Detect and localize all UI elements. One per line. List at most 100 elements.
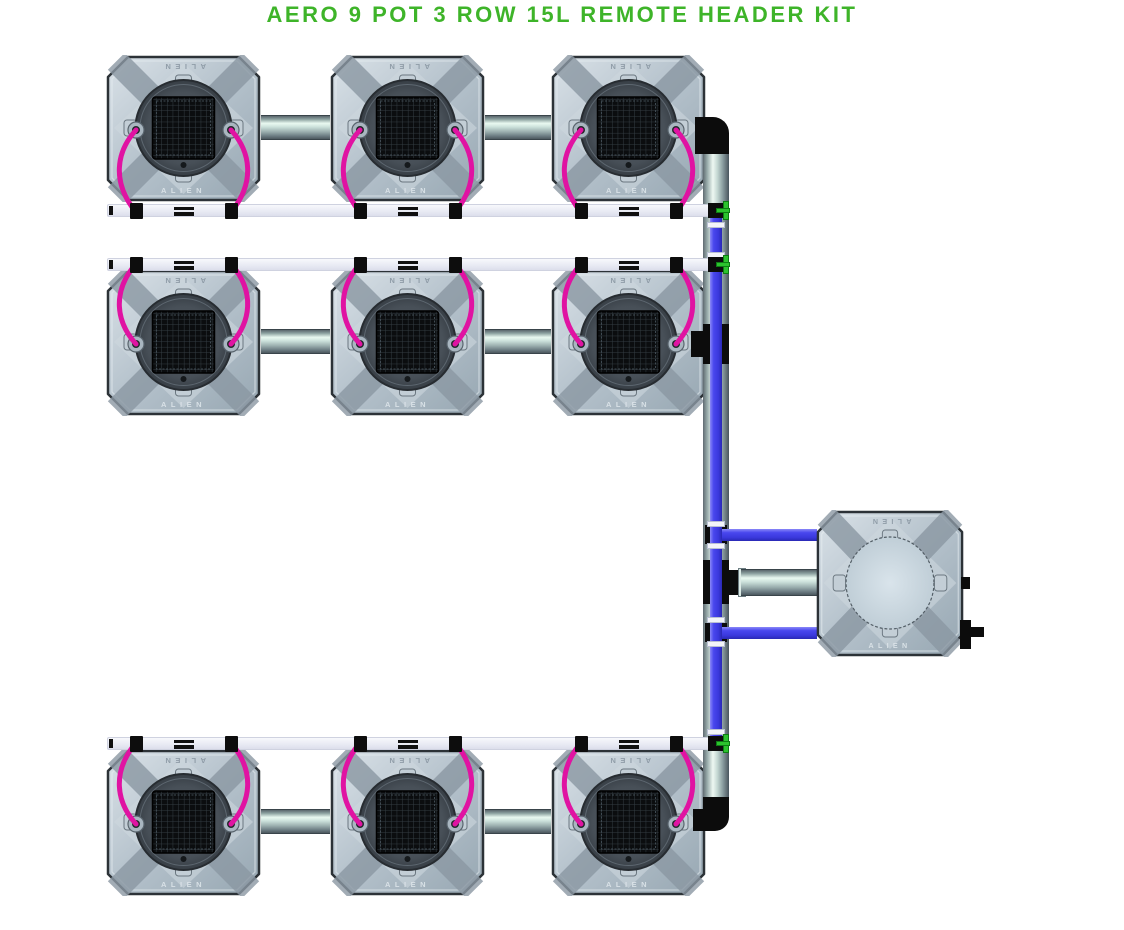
pipe-clamp-mark <box>173 266 194 270</box>
pipe-clamp-mark <box>397 212 418 216</box>
pipe-clamp-mark <box>173 212 194 216</box>
pot-brand-label-top: ALIEN <box>869 517 912 526</box>
manifold-pipe-to-tank-top <box>722 529 817 541</box>
tube-connector <box>353 203 367 219</box>
feed-pipe-row-3 <box>485 809 551 834</box>
pot-brand-label: ALIEN <box>606 880 651 889</box>
tube-connector <box>448 257 462 273</box>
pipe-clamp-mark <box>618 739 639 743</box>
header-tank: ALIEN ALIEN <box>816 510 964 657</box>
tube-connector <box>129 736 143 752</box>
mesh-vent <box>596 310 661 374</box>
mesh-vent <box>375 96 440 160</box>
pipe-clamp-mark <box>618 745 639 749</box>
pot-brand-label-top: ALIEN <box>606 756 651 765</box>
pipe-clamp-mark <box>397 260 418 264</box>
feed-pipe-row-2 <box>485 329 551 354</box>
tube-connector <box>448 203 462 219</box>
tank-fitting-top <box>961 577 970 589</box>
tube-connector <box>129 257 143 273</box>
feed-pipe-row-1 <box>485 115 551 140</box>
green-connector-row-1-arm <box>716 208 730 213</box>
grow-pot-r2c2: ALIEN ALIEN <box>330 269 485 416</box>
mesh-vent <box>375 790 440 854</box>
return-pipe-end-cap <box>109 260 113 269</box>
tube-connector <box>353 257 367 273</box>
mesh-vent <box>596 790 661 854</box>
grow-pot-r1c2: ALIEN ALIEN <box>330 55 485 202</box>
pipe-clamp-mark <box>618 212 639 216</box>
pot-brand-label: ALIEN <box>161 400 206 409</box>
elbow-fitting-bottom <box>703 797 729 831</box>
pipe-clamp-mark <box>173 206 194 210</box>
tube-connector <box>574 203 588 219</box>
tank-fitting-bottom-spout <box>969 627 984 637</box>
feed-pipe-header-tank <box>741 569 818 596</box>
grow-pot-r3c1: ALIEN ALIEN <box>106 749 261 896</box>
pot-brand-label: ALIEN <box>869 641 912 650</box>
elbow-fitting-top <box>695 117 729 154</box>
feed-pipe-row-2 <box>261 329 330 354</box>
tube-connector <box>669 257 683 273</box>
page-title: AERO 9 POT 3 ROW 15L REMOTE HEADER KIT <box>266 2 858 27</box>
pipe-clamp-mark <box>397 739 418 743</box>
pipe-clamp-mark <box>173 739 194 743</box>
grow-pot-r3c3: ALIEN ALIEN <box>551 749 706 896</box>
pipe-clamp-mark <box>618 266 639 270</box>
return-pipe-end-cap <box>109 739 113 748</box>
pipe-coupling-ring <box>707 729 725 735</box>
pipe-clamp-mark <box>618 260 639 264</box>
pot-brand-label: ALIEN <box>385 186 430 195</box>
manifold-pipe-vertical <box>710 217 722 737</box>
mesh-vent <box>151 96 216 160</box>
grow-pot-r1c1: ALIEN ALIEN <box>106 55 261 202</box>
feed-pipe-row-1 <box>261 115 330 140</box>
tank-fitting-bottom <box>960 620 971 649</box>
mesh-vent <box>596 96 661 160</box>
tank-lid <box>845 536 935 630</box>
tube-connector <box>129 203 143 219</box>
pot-brand-label: ALIEN <box>161 186 206 195</box>
pot-brand-label-top: ALIEN <box>161 62 206 71</box>
pipe-coupling-ring <box>707 617 725 623</box>
pipe-clamp-mark <box>173 745 194 749</box>
pot-brand-label: ALIEN <box>385 400 430 409</box>
pipe-clamp-mark <box>397 745 418 749</box>
tube-connector <box>669 203 683 219</box>
pipe-clamp-mark <box>173 260 194 264</box>
pot-brand-label-top: ALIEN <box>385 756 430 765</box>
pot-brand-label: ALIEN <box>385 880 430 889</box>
mesh-vent <box>375 310 440 374</box>
pipe-clamp-mark <box>618 206 639 210</box>
pot-brand-label-top: ALIEN <box>161 756 206 765</box>
pot-brand-label-top: ALIEN <box>385 62 430 71</box>
tube-connector <box>353 736 367 752</box>
tube-connector <box>224 203 238 219</box>
pot-brand-label-top: ALIEN <box>606 276 651 285</box>
pot-brand-label-top: ALIEN <box>606 62 651 71</box>
tube-connector <box>224 736 238 752</box>
pot-brand-label: ALIEN <box>606 400 651 409</box>
tube-connector <box>669 736 683 752</box>
feed-pipe-row-3 <box>261 809 330 834</box>
pipe-clamp-mark <box>397 206 418 210</box>
pipe-coupling-ring <box>707 222 725 228</box>
tube-connector <box>224 257 238 273</box>
pipe-clamp-mark <box>397 266 418 270</box>
mesh-vent <box>151 790 216 854</box>
green-connector-row-2-arm <box>716 262 730 267</box>
tube-connector <box>448 736 462 752</box>
green-connector-row-3-arm <box>716 741 730 746</box>
manifold-pipe-to-tank-bottom <box>722 627 817 639</box>
pot-brand-label: ALIEN <box>606 186 651 195</box>
mesh-vent <box>151 310 216 374</box>
elbow-fitting-bottom-arm <box>693 809 707 831</box>
return-pipe-end-cap <box>109 206 113 215</box>
